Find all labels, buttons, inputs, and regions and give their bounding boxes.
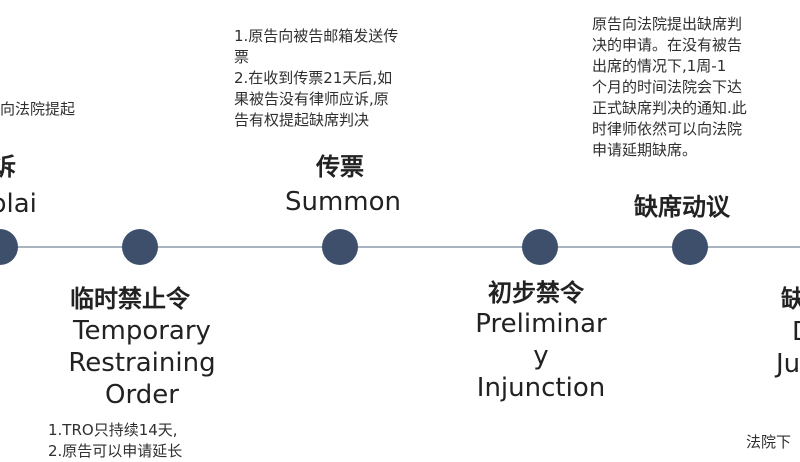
tro-note: 1.TRO只持续14天, 2.原告可以申请延长 [48,420,182,462]
preliminary-injunction-en-line-1: Preliminar [475,309,607,339]
default-motion-note-line-6: 时律师依然可以向法院 [592,120,743,138]
summon-note: 1.原告向被告邮箱发送传 票 2.在收到传票21天后,如 果被告没有律师应诉,原… [234,26,398,131]
timeline-line [0,246,800,248]
complaint-title-cn: 诉 [0,153,16,181]
summon-note-line-4: 果被告没有律师应诉,原 [234,90,389,108]
default-judgment-en-line-1: D [776,316,800,348]
default-motion-note-line-3: 出席的情况下,1周-1 [592,57,727,75]
tro-note-line-2: 2.原告可以申请延长 [48,442,183,460]
timeline-node-complaint [0,229,18,265]
default-judgment-title-en: D Ju [776,316,800,380]
summon-title-en: Summon [285,187,402,217]
complaint-title-en: plai [0,189,37,219]
default-motion-title-cn: 缺席动议 [634,193,730,221]
tro-title-en-line-1: Temporary [73,316,211,346]
default-judgment-title-cn: 缺 [781,285,800,313]
preliminary-injunction-title-cn: 初步禁令 [488,279,584,307]
default-judgment-note: 法院下 [746,433,792,451]
tro-title-en: Temporary Restraining Order [62,315,222,411]
timeline-node-summon [322,229,358,265]
preliminary-injunction-en-line-3: Injunction [476,373,606,403]
default-motion-note-line-4: 个月的时间法院会下达 [592,78,743,96]
summon-note-line-3: 2.在收到传票21天后,如 [234,69,393,87]
tro-title-en-line-2: Restraining [68,348,216,378]
summon-note-line-5: 告有权提起缺席判决 [234,111,370,129]
default-motion-note-line-1: 原告向法院提出缺席判 [592,15,743,33]
default-motion-note: 原告向法院提出缺席判 决的申请。在没有被告 出席的情况下,1周-1 个月的时间法… [592,14,747,161]
default-judgment-en-line-2: Ju [776,349,800,379]
summon-note-line-2: 票 [234,48,250,66]
timeline-node-default-motion [672,229,708,265]
summon-title-cn: 传票 [316,153,364,181]
default-motion-note-line-5: 正式缺席判决的通知.此 [592,99,747,117]
tro-note-line-1: 1.TRO只持续14天, [48,421,178,439]
tro-title-cn: 临时禁止令 [70,285,190,313]
timeline-node-preliminary-injunction [522,229,558,265]
tro-title-en-line-3: Order [105,380,179,410]
complaint-note: 向法院提起 [0,100,76,118]
preliminary-injunction-en-line-2: y [533,341,549,371]
summon-note-line-1: 1.原告向被告邮箱发送传 [234,27,399,45]
preliminary-injunction-title-en: Preliminar y Injunction [466,308,616,404]
timeline-node-tro [122,229,158,265]
default-motion-note-line-2: 决的申请。在没有被告 [592,36,743,54]
default-motion-note-line-7: 申请延期缺席。 [592,141,698,159]
